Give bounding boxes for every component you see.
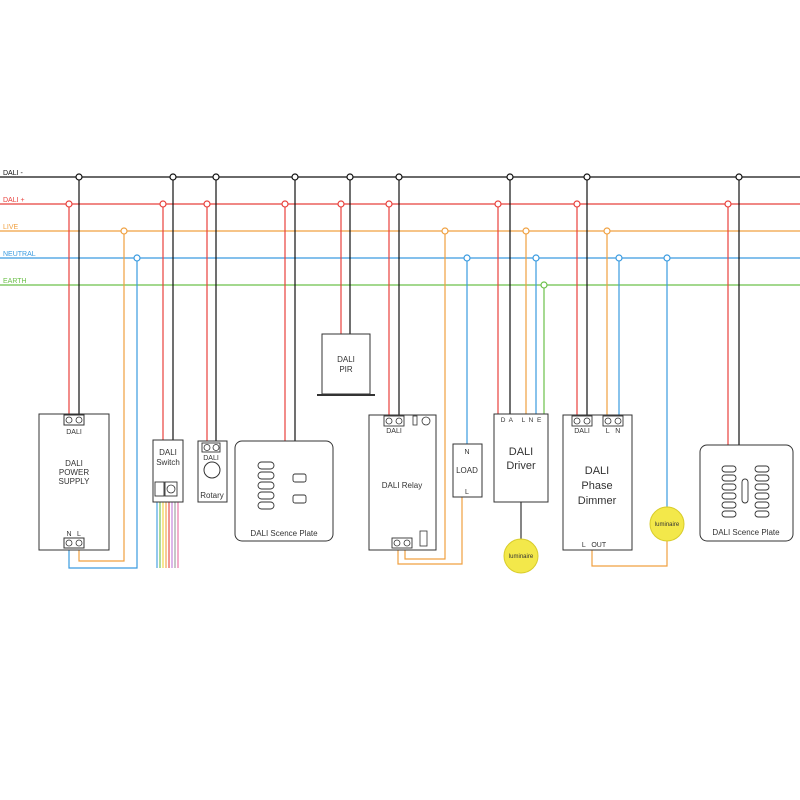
switch-tails: [156, 502, 179, 568]
dimmer-title-line2: Phase: [581, 480, 612, 492]
bus-label-dali-minus: DALI -: [3, 170, 24, 177]
dali-relay: DALI DALI Relay: [368, 414, 437, 551]
scene-plate-2-label: DALI Scence Plate: [712, 528, 780, 537]
relay-label: DALI Relay: [382, 481, 422, 490]
dali-scene-plate-1: DALI Scence Plate: [234, 440, 334, 542]
scene-plate-1-label: DALI Scence Plate: [250, 529, 318, 538]
bus-lines: [0, 176, 800, 286]
bus-label-earth: EARTH: [3, 278, 27, 285]
pir-title-line1: DALI: [337, 355, 355, 364]
dali-switch: DALI Switch: [152, 439, 184, 503]
dimmer-out-label: L OUT: [582, 542, 607, 549]
dimmer-title-line1: DALI: [585, 465, 609, 477]
bus-label-live: LIVE: [3, 224, 19, 231]
dali-driver: D A L N E DALI Driver luminaire: [493, 413, 549, 574]
dali-phase-dimmer: DALI L N DALI Phase Dimmer L OUT luminai…: [562, 414, 685, 551]
psu-terminal-label: DALI: [66, 429, 82, 436]
dali-pir: DALI PIR: [317, 333, 375, 396]
dimmer-terminal-ln: L N: [606, 428, 621, 435]
switch-title-line1: DALI: [159, 448, 177, 457]
psu-l-label: L: [77, 531, 81, 538]
rotary-label: Rotary: [200, 491, 224, 500]
load-n-label: N: [464, 449, 469, 456]
psu-title-line2: POWER: [59, 468, 89, 477]
junction-dots: [65, 173, 743, 289]
pir-title-line2: PIR: [339, 365, 353, 374]
driver-title-line1: DALI: [509, 446, 533, 458]
dimmer-luminaire-icon: [649, 506, 685, 542]
driver-terminal-labels: D A L N E: [501, 417, 542, 424]
load-l-label: L: [465, 489, 469, 496]
relay-terminal-label: DALI: [386, 428, 402, 435]
load-label: LOAD: [456, 466, 478, 475]
bus-label-dali-plus: DALI +: [3, 197, 25, 204]
driver-luminaire-icon: [503, 538, 539, 574]
driver-title-line2: Driver: [506, 460, 536, 472]
bus-label-neutral: NEUTRAL: [3, 251, 36, 258]
psu-title-line3: SUPPLY: [59, 477, 91, 486]
switch-title-line2: Switch: [156, 458, 180, 467]
drop-wires: [68, 177, 740, 569]
psu-title-line1: DALI: [65, 459, 83, 468]
dimmer-luminaire-label: luminaire: [655, 522, 680, 528]
dimmer-terminal-dali: DALI: [574, 428, 590, 435]
rotary-knob-icon: [203, 461, 221, 479]
driver-luminaire-label: luminaire: [509, 554, 534, 560]
bus-labels: DALI - DALI + LIVE NEUTRAL EARTH: [3, 170, 36, 285]
dali-rotary: DALI Rotary: [197, 440, 228, 503]
dali-scene-plate-2: DALI Scence Plate: [699, 444, 794, 542]
dimmer-title-line3: Dimmer: [578, 495, 617, 507]
load-box: N LOAD L: [452, 443, 483, 498]
rotary-terminal-label: DALI: [203, 455, 219, 462]
dali-power-supply: DALI DALI POWER SUPPLY N L: [38, 413, 110, 551]
psu-n-label: N: [66, 531, 71, 538]
